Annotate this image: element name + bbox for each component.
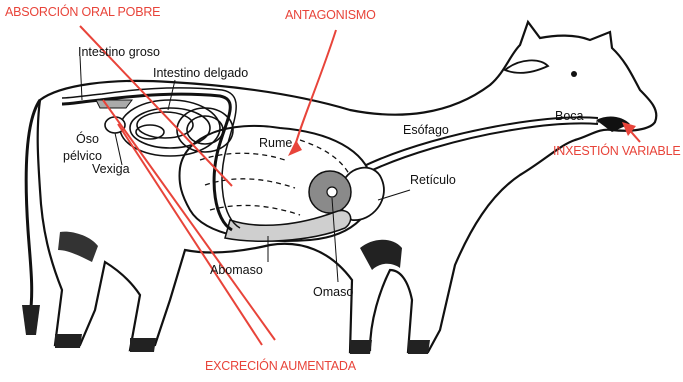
omasum-core: [327, 187, 337, 197]
hoof-front-left: [350, 340, 372, 354]
label-omaso: Omaso: [313, 286, 353, 299]
label-absorcion: ABSORCIÓN ORAL POBRE: [5, 6, 160, 19]
label-abomaso: Abomaso: [210, 264, 263, 277]
label-excrecion: EXCRECIÓN AUMENTADA: [205, 360, 356, 373]
cow-tail-tuft: [22, 305, 40, 335]
label-ingestion: INXESTIÓN VARIABLE: [553, 145, 680, 158]
label-intestino-grueso: Intestino groso: [78, 46, 160, 59]
label-hueso-1: Óso: [76, 133, 99, 146]
label-boca: Boca: [555, 110, 584, 123]
cow-eye: [571, 71, 577, 77]
label-vejiga: Vexiga: [92, 163, 130, 176]
hoof-rear-left: [55, 334, 82, 348]
pelvic-bone: [96, 100, 132, 108]
label-rumen: Rume: [259, 137, 292, 150]
hoof-rear-right: [130, 338, 156, 352]
label-intestino-delgado: Intestino delgado: [153, 67, 248, 80]
hoof-front-right: [408, 340, 430, 354]
label-reticulo: Retículo: [410, 174, 456, 187]
label-antagonismo: ANTAGONISMO: [285, 9, 376, 22]
label-esofago: Esófago: [403, 124, 449, 137]
label-hueso-2: pélvico: [63, 150, 102, 163]
